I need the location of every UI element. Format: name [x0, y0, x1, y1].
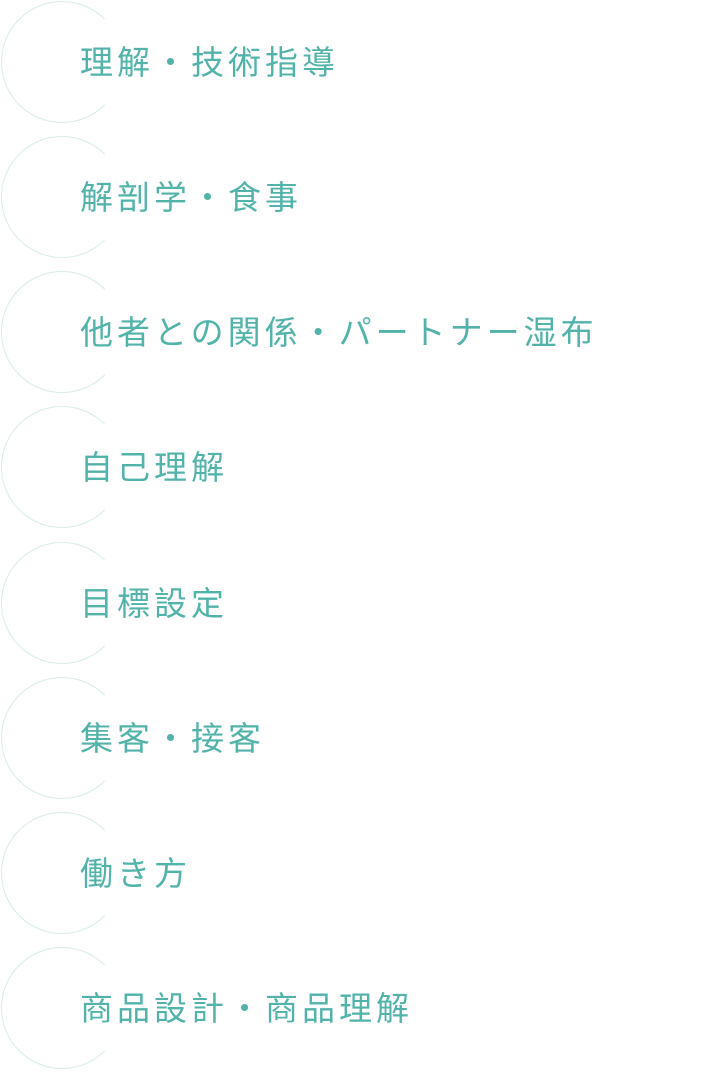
topic-label: 理解・技術指導	[80, 43, 339, 82]
circle-decoration-icon	[1, 136, 123, 258]
topic-item: 他者との関係・パートナー湿布	[0, 271, 710, 397]
circle-decoration-icon	[1, 271, 123, 393]
topic-label: 自己理解	[80, 448, 228, 487]
topic-label: 目標設定	[80, 584, 228, 623]
circle-decoration-icon	[1, 542, 123, 664]
topic-label: 働き方	[80, 854, 191, 893]
circle-decoration-icon	[1, 812, 123, 934]
circle-decoration-icon	[1, 947, 123, 1069]
topic-label: 他者との関係・パートナー湿布	[80, 313, 598, 352]
topic-item: 自己理解	[0, 406, 710, 532]
circle-decoration-icon	[1, 406, 123, 528]
topic-item: 理解・技術指導	[0, 1, 710, 127]
topic-label: 集客・接客	[80, 719, 265, 758]
topic-item: 商品設計・商品理解	[0, 947, 710, 1073]
topic-item: 集客・接客	[0, 677, 710, 803]
topic-item: 目標設定	[0, 542, 710, 668]
circle-decoration-icon	[1, 1, 123, 123]
topic-item: 解剖学・食事	[0, 136, 710, 262]
topic-item: 働き方	[0, 812, 710, 938]
circle-decoration-icon	[1, 677, 123, 799]
topic-label: 解剖学・食事	[80, 178, 302, 217]
topic-label: 商品設計・商品理解	[80, 989, 413, 1028]
